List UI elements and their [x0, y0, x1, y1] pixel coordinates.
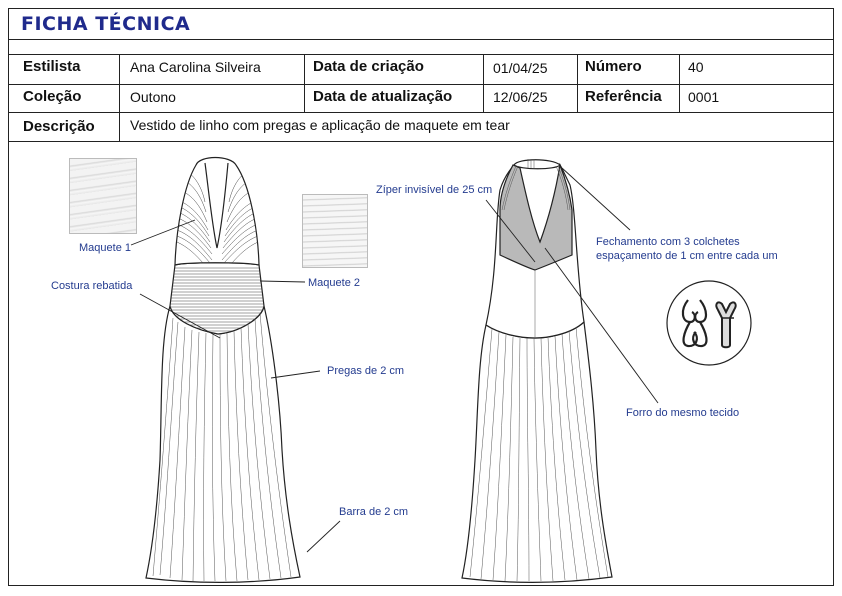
fechamento-label-line2: espaçamento de 1 cm entre cada um [596, 250, 778, 262]
referencia-value: 0001 [688, 89, 720, 105]
colecao-value: Outono [130, 89, 176, 105]
numero-label: Número [585, 58, 642, 75]
maquete-1-swatch [69, 158, 137, 234]
estilista-label: Estilista [23, 58, 81, 75]
front-pleats [152, 312, 292, 582]
back-dress [461, 159, 613, 583]
col-divider-4 [577, 54, 578, 112]
leader-lines [130, 167, 659, 553]
maquete-2-label: Maquete 2 [308, 277, 360, 289]
forro-label: Forro do mesmo tecido [626, 407, 740, 419]
row-divider-top [9, 54, 833, 55]
criacao-value: 01/04/25 [493, 60, 548, 76]
col-divider-2 [304, 54, 305, 112]
col-divider-3 [483, 54, 484, 112]
row-divider-2 [9, 112, 833, 113]
numero-value: 40 [688, 59, 704, 75]
criacao-label: Data de criação [313, 58, 424, 75]
front-skirt [145, 305, 301, 583]
estilista-value: Ana Carolina Silveira [130, 59, 261, 75]
back-lining [499, 162, 573, 271]
pregas-label: Pregas de 2 cm [327, 365, 405, 377]
front-neckline [204, 162, 229, 249]
descricao-value: Vestido de linho com pregas e aplicação … [130, 117, 510, 133]
costura-rebatida-label: Costura rebatida [51, 280, 133, 292]
atualizacao-label: Data de atualização [313, 88, 453, 105]
col-divider-1 [119, 54, 120, 141]
sheet-title: FICHA TÉCNICA [21, 13, 191, 35]
descricao-label: Descrição [23, 118, 95, 135]
maquete-2-swatch [302, 194, 368, 268]
ziper-label: Zíper invisível de 25 cm [376, 184, 493, 196]
header-divider [9, 39, 833, 40]
barra-label: Barra de 2 cm [339, 506, 409, 518]
back-pleats [469, 326, 609, 582]
maquete-1-label: Maquete 1 [79, 242, 131, 254]
fechamento-label-line1: Fechamento com 3 colchetes [596, 236, 740, 248]
col-divider-5 [679, 54, 680, 112]
back-straps [513, 159, 561, 170]
row-divider-3 [9, 141, 833, 142]
hook-and-eye-detail [666, 280, 752, 366]
tech-sheet: FICHA TÉCNICA Estilista Ana Carolina Sil… [8, 8, 834, 586]
referencia-label: Referência [585, 88, 662, 105]
atualizacao-value: 12/06/25 [493, 89, 548, 105]
row-divider-1 [9, 84, 833, 85]
colecao-label: Coleção [23, 88, 82, 105]
